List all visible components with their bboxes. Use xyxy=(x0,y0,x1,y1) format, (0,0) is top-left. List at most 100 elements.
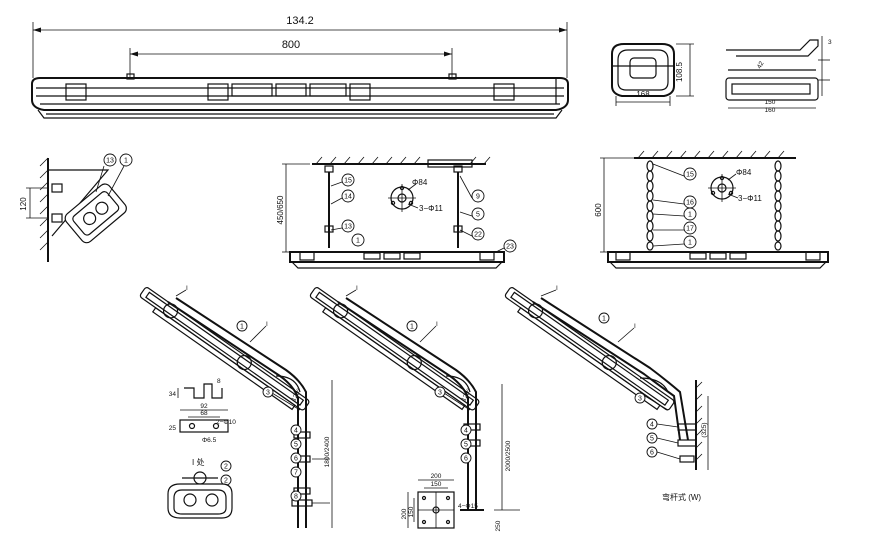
callout-23: 23 xyxy=(503,239,517,253)
svg-text:8: 8 xyxy=(294,494,298,501)
svg-text:13: 13 xyxy=(344,224,352,231)
chain-pendant-view: 600 Φ84 3−Φ11 15 16 1 17 1 xyxy=(594,150,829,269)
callout-1: 1 xyxy=(236,320,248,332)
end-width-label: 168 xyxy=(636,90,650,99)
bracket-dim-68: 68 xyxy=(200,410,208,417)
callout-4: 4 xyxy=(290,424,302,436)
end-view: 168 108.5 xyxy=(611,43,694,106)
base-inner: 150 xyxy=(431,481,442,488)
callout-9: 9 xyxy=(471,189,485,203)
pipe-height-label: 450/650 xyxy=(276,195,285,224)
svg-text:1: 1 xyxy=(688,240,692,247)
svg-text:3: 3 xyxy=(638,396,642,403)
svg-text:5: 5 xyxy=(294,442,298,449)
pole1-i-label-a: I xyxy=(186,285,188,292)
callout-2b: 2 xyxy=(220,474,232,486)
svg-text:9: 9 xyxy=(476,194,480,201)
svg-text:3: 3 xyxy=(438,390,442,397)
callout-1: 1 xyxy=(598,312,610,324)
callout-14: 14 xyxy=(341,189,355,203)
callout-5: 5 xyxy=(471,207,485,221)
clip-dim-c: 150 xyxy=(765,99,776,106)
clip-side-view: 150 160 42 3 xyxy=(725,36,832,114)
svg-text:4: 4 xyxy=(650,422,654,429)
callout-15: 15 xyxy=(683,167,697,181)
end-height-label: 108.5 xyxy=(675,61,684,82)
wall-mount-view: 120 13 1 xyxy=(19,153,133,262)
callout-4: 4 xyxy=(646,418,658,430)
callout-1a: 1 xyxy=(683,207,697,221)
base-hole-spec: 4−Φ15 xyxy=(458,503,478,510)
svg-text:1: 1 xyxy=(356,238,360,245)
callout-16: 16 xyxy=(683,195,697,209)
svg-text:6: 6 xyxy=(464,456,468,463)
bracket-dim-34: 34 xyxy=(169,391,177,398)
pole1-i-label-b: I xyxy=(266,321,268,328)
callout-15: 15 xyxy=(341,173,355,187)
svg-text:16: 16 xyxy=(686,200,694,207)
base-foot: 250 xyxy=(495,520,502,531)
svg-text:15: 15 xyxy=(686,172,694,179)
svg-text:22: 22 xyxy=(474,232,482,239)
callout-1: 1 xyxy=(351,233,365,247)
pipe-pendant-view: 450/650 Φ84 3−Φ11 15 14 13 1 9 5 22 23 xyxy=(276,156,517,269)
bracket-dim-phi65: Φ6.5 xyxy=(202,437,217,444)
chain-height-label: 600 xyxy=(594,203,603,217)
callout-7: 7 xyxy=(290,466,302,478)
pole3-height-label: (325) xyxy=(701,422,708,437)
svg-text:2: 2 xyxy=(224,464,228,471)
top-view-fixture: 134.2 800 xyxy=(31,15,569,119)
svg-text:5: 5 xyxy=(476,212,480,219)
clip-dim-a: 3 xyxy=(828,39,832,46)
callout-17: 17 xyxy=(683,221,697,235)
callout-13: 13 xyxy=(341,219,355,233)
callout-3: 3 xyxy=(634,392,646,404)
svg-text:5: 5 xyxy=(464,442,468,449)
svg-text:23: 23 xyxy=(506,244,514,251)
svg-text:13: 13 xyxy=(106,158,114,165)
callout-4: 4 xyxy=(460,424,472,436)
svg-text:1: 1 xyxy=(240,324,244,331)
callout-1: 1 xyxy=(119,153,133,167)
overall-length-label: 134.2 xyxy=(286,15,314,27)
pole2-height-label: 2000/2500 xyxy=(505,440,512,471)
base-side-outer: 200 xyxy=(401,508,408,519)
callout-22: 22 xyxy=(471,227,485,241)
callout-6: 6 xyxy=(290,452,302,464)
pole2-i-label-b: I xyxy=(436,321,438,328)
callout-1: 1 xyxy=(406,320,418,332)
mount-spacing-label: 800 xyxy=(282,39,300,51)
bracket-dim-8: 8 xyxy=(217,378,221,385)
callout-8: 8 xyxy=(290,490,302,502)
bracket-dim-92: 92 xyxy=(200,403,208,410)
chain-right xyxy=(774,160,782,251)
callout-1b: 1 xyxy=(683,235,697,249)
callout-3: 3 xyxy=(434,386,446,398)
chain-hole-spec: 3−Φ11 xyxy=(738,194,762,203)
svg-text:14: 14 xyxy=(344,194,352,201)
pole1-height-label: 1800/2400 xyxy=(324,436,331,467)
bracket-holes: 2−Φ10 xyxy=(216,419,236,426)
svg-text:3: 3 xyxy=(266,390,270,397)
svg-text:4: 4 xyxy=(294,428,298,435)
callout-5: 5 xyxy=(646,432,658,444)
svg-text:6: 6 xyxy=(650,450,654,457)
pipe-hole-dia: Φ84 xyxy=(412,178,428,187)
callout-13: 13 xyxy=(103,153,117,167)
pole-3-view: (325) I I 1 3 4 5 6 弯杆式 (W) xyxy=(504,285,709,502)
base-outer: 200 xyxy=(431,473,442,480)
callout-6: 6 xyxy=(460,452,472,464)
wall-height-label: 120 xyxy=(19,197,28,211)
svg-text:5: 5 xyxy=(650,436,654,443)
chain-hole-dia: Φ84 xyxy=(736,168,752,177)
pole2-i-label-a: I xyxy=(356,285,358,292)
pole-2-view: 2000/2500 120° I I 1 3 4 5 6 xyxy=(309,285,520,511)
svg-text:17: 17 xyxy=(686,226,694,233)
pole3-i-label-a: I xyxy=(556,285,558,292)
bracket-dim-25: 25 xyxy=(169,425,177,432)
svg-text:7: 7 xyxy=(294,470,298,477)
svg-text:4: 4 xyxy=(464,428,468,435)
detail-i-label: I 处 xyxy=(192,457,204,467)
callout-5: 5 xyxy=(290,438,302,450)
